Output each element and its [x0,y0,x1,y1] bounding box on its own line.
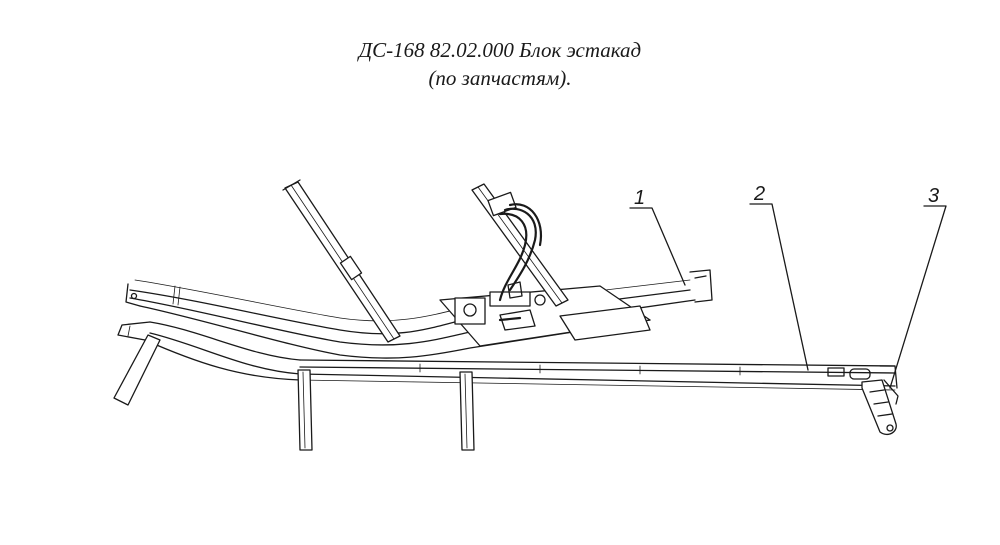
mechanism-block [439,285,651,347]
upper-trestle [125,269,713,359]
callout-1: 1 [629,187,686,286]
title-line-1: ДС-168 82.02.000 Блок эстакад [358,38,642,62]
callout-2: 2 [749,183,809,371]
end-bracket [861,379,899,436]
title-line-2: (по запчастям). [428,66,572,90]
callout-label-2: 2 [753,183,765,205]
callout-label-1: 1 [634,187,645,209]
hydraulic-cylinder [471,183,569,307]
lower-trestle-beam [117,321,898,391]
callout-3: 3 [889,185,947,389]
left-inclined-column [282,179,401,343]
drawing-title: ДС-168 82.02.000 Блок эстакад (по запчас… [0,36,1000,92]
support-legs [113,334,475,451]
callout-label-3: 3 [928,185,939,207]
